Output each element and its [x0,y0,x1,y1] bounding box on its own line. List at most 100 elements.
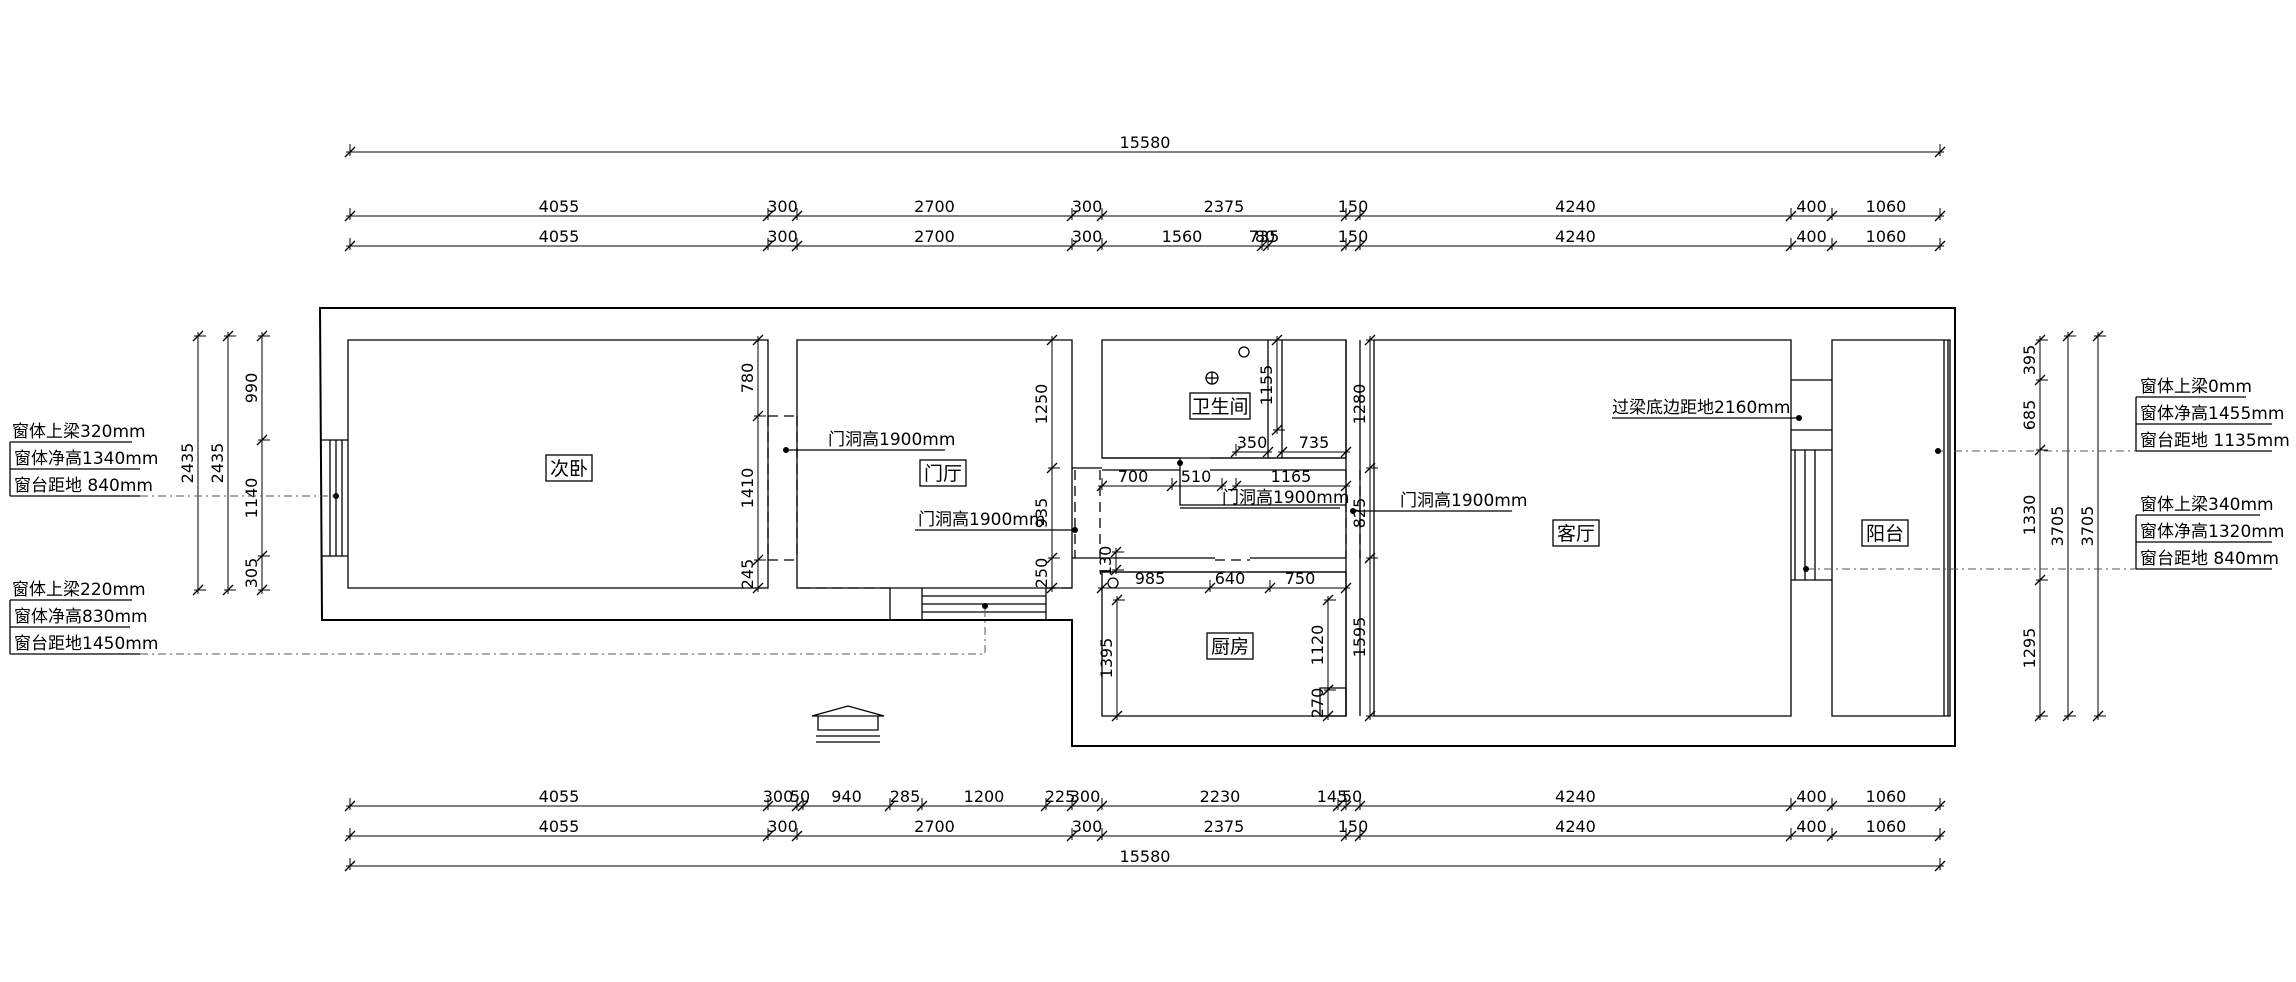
dim-kitchen-top-label: 750 [1285,569,1316,588]
dim-bath-top-label: 1155 [1257,365,1276,406]
svg-text:窗体净高1320mm: 窗体净高1320mm [2140,522,2284,542]
callout-win-right-top: 窗体上梁0mm 窗体净高1455mm 窗台距地 1135mm [1935,377,2290,454]
dim-bottom-row1-label: 225 [1045,787,1076,806]
dim-right-inner-label: 395 [2020,345,2039,376]
dim-left-inner-label: 990 [242,373,261,404]
dim-bottom-row2-label: 150 [1338,817,1369,836]
dim-foyer-wall-label: 935 [1032,498,1051,529]
dim-right-inner-label: 1330 [2020,495,2039,536]
dim-bottom-row1-label: 285 [890,787,921,806]
window-living [1794,450,1816,580]
dim-bottom-total-label: 15580 [1120,847,1171,866]
note-door-living: 门洞高1900mm [1400,491,1527,511]
svg-text:窗体上梁0mm: 窗体上梁0mm [2140,377,2252,397]
dim-top-row2-label: 80 [1255,227,1275,246]
dim-bed-wall-label: 1410 [738,468,757,509]
dim-left-inner-label: 305 [242,558,261,589]
dim-top-row2-label: 300 [1072,227,1103,246]
room-labels: 次卧 门厅 卫生间 厨房 客厅 阳台 [545,392,1909,660]
dim-bottom-row2-label: 400 [1796,817,1827,836]
dim-bath-735-label: 735 [1299,433,1330,452]
dim-bottom-row2-label: 1060 [1866,817,1907,836]
dim-bottom-row1-label: 4055 [539,787,580,806]
room-foyer: 门厅 [924,463,962,485]
dim-bed-wall-label: 780 [738,363,757,394]
dim-kitchen-top-label: 640 [1215,569,1246,588]
dim-living-left-label: 1280 [1350,384,1369,425]
dim-top-row1-label: 2375 [1204,197,1245,216]
dim-left-inner-label: 1140 [242,478,261,519]
dim-right-inner-label: 685 [2020,400,2039,431]
dim-small-label: 270 [1308,688,1327,719]
callout-win-left-bottom: 窗体上梁220mm 窗体净高830mm 窗台距地1450mm [9,580,988,655]
dim-right-inner-label: 1295 [2020,628,2039,669]
dim-right-outer1-label: 3705 [2048,506,2067,547]
room-living: 客厅 [1557,523,1595,545]
dim-living-left-label: 825 [1350,498,1369,529]
dim-top-row1-label: 4055 [539,197,580,216]
note-beam: 过梁底边距地2160mm [1612,398,1790,418]
bedroom2-outline [347,339,769,589]
dim-bottom-row1-label: 2230 [1200,787,1241,806]
dim-bottom-row2-label: 4240 [1555,817,1596,836]
dim-top-row1-label: 300 [1072,197,1103,216]
dim-top-row1-label: 150 [1338,197,1369,216]
svg-text:窗体净高1340mm: 窗体净高1340mm [14,449,158,469]
room-bathroom: 卫生间 [1191,396,1248,418]
dim-foyer-wall-label: 1250 [1032,384,1051,425]
drain-icon [1205,346,1250,385]
dim-top-total-label: 15580 [1120,133,1171,152]
dim-bed-wall-label: 245 [738,559,757,590]
dim-bottom-row2-label: 300 [767,817,798,836]
callout-win-right-bottom: 窗体上梁340mm 窗体净高1320mm 窗台距地 840mm [1803,495,2284,572]
dim-kitchen-left-label: 1395 [1097,638,1116,679]
dim-bottom-row1-label: 50 [1342,787,1362,806]
dim-left-outer2-label: 2435 [208,443,227,484]
svg-text:窗台距地1450mm: 窗台距地1450mm [14,634,158,654]
dim-right-outer2-label: 3705 [2078,506,2097,547]
dim-top-row1-label: 400 [1796,197,1827,216]
balcony-outline [1831,339,1951,717]
room-kitchen: 厨房 [1211,636,1249,658]
note-door-corridor: 门洞高1900mm [1222,488,1349,508]
note-door-bed: 门洞高1900mm [828,430,955,450]
note-door-foyer: 门洞高1900mm [918,510,1045,530]
svg-text:窗台距地 1135mm: 窗台距地 1135mm [2140,431,2290,451]
dim-kitchen-130-label: 130 [1096,546,1115,577]
dim-left-outer1-label: 2435 [178,443,197,484]
dim-bottom-row2-label: 2375 [1204,817,1245,836]
svg-text:窗台距地 840mm: 窗台距地 840mm [2140,549,2279,569]
dim-bottom-row1-label: 1200 [964,787,1005,806]
svg-text:窗体上梁220mm: 窗体上梁220mm [12,580,146,600]
dim-bottom-row1-label: 300 [1070,787,1101,806]
dim-top-row2-label: 1060 [1866,227,1907,246]
dim-corridor-label: 510 [1181,467,1212,486]
dim-bath-350-label: 350 [1237,433,1268,452]
living-outline [1373,339,1792,717]
dim-top-row2-label: 4240 [1555,227,1596,246]
svg-text:窗体净高830mm: 窗体净高830mm [14,607,148,627]
svg-text:窗体净高1455mm: 窗体净高1455mm [2140,404,2284,424]
callout-win-left-top: 窗体上梁320mm 窗体净高1340mm 窗台距地 840mm [9,422,339,499]
dim-top-row2-label: 4055 [539,227,580,246]
dim-bottom-row2-label: 300 [1072,817,1103,836]
dim-bottom-row1-label: 1060 [1866,787,1907,806]
room-balcony: 阳台 [1866,523,1904,545]
dim-bottom-row1-label: 940 [831,787,862,806]
annotations: 门洞高1900mm 门洞高1900mm 门洞高1900mm 门洞高1900mm … [9,377,2290,655]
window-foyer [889,588,1047,620]
dim-bottom-row1-label: 300 [763,787,794,806]
dim-bottom-row1-label: 50 [790,787,810,806]
svg-text:窗体上梁340mm: 窗体上梁340mm [2140,495,2274,515]
dim-bottom-row2-label: 4055 [539,817,580,836]
dim-bottom-row1-label: 145 [1317,787,1348,806]
dim-corridor-1165-label: 1165 [1271,467,1312,486]
outer-walls [318,307,1956,747]
dim-top-row2-label: 735 [1249,227,1280,246]
dim-top-row1-label: 300 [767,197,798,216]
vent-icon [1107,577,1119,589]
dim-top-row2-label: 2700 [914,227,955,246]
dim-top-row1-label: 2700 [914,197,955,216]
window-bedroom [322,439,348,557]
